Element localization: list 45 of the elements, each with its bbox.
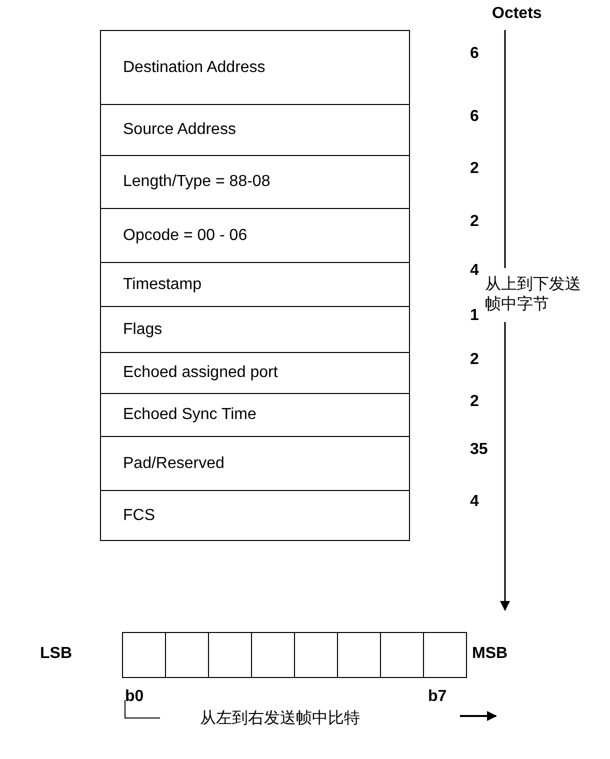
octet-count: 1 <box>470 307 479 325</box>
field-box <box>100 30 410 105</box>
field-box <box>100 104 410 156</box>
field-box <box>100 155 410 209</box>
field-box <box>100 208 410 263</box>
column-heading: Octets <box>492 5 542 23</box>
octet-count: 2 <box>470 213 479 231</box>
field-name: Timestamp <box>123 276 202 294</box>
field-name: Echoed assigned port <box>123 364 278 382</box>
bit-cell <box>337 632 381 678</box>
direction-note: 从左到右发送帧中比特 <box>200 708 360 729</box>
bit-cell <box>208 632 252 678</box>
field-box <box>100 436 410 491</box>
bit-cell <box>380 632 424 678</box>
bit-index: b7 <box>428 688 447 706</box>
bit-cell <box>294 632 338 678</box>
bit-order-label: MSB <box>472 645 508 663</box>
field-name: Length/Type = 88-08 <box>123 173 270 191</box>
octet-count: 4 <box>470 262 479 280</box>
octet-count: 2 <box>470 160 479 178</box>
bit-cell <box>165 632 209 678</box>
field-box <box>100 306 410 353</box>
field-box <box>100 352 410 394</box>
field-box <box>100 393 410 437</box>
field-name: Flags <box>123 320 162 338</box>
bit-cell <box>251 632 295 678</box>
field-box <box>100 262 410 307</box>
field-name: Pad/Reserved <box>123 454 224 472</box>
octet-count: 35 <box>470 441 488 459</box>
bit-cell <box>122 632 166 678</box>
field-name: FCS <box>123 506 155 524</box>
octet-count: 2 <box>470 392 479 410</box>
bit-order-label: LSB <box>40 645 72 663</box>
field-name: Destination Address <box>123 58 266 76</box>
octet-count: 2 <box>470 350 479 368</box>
bit-cell <box>423 632 467 678</box>
field-name: Source Address <box>123 121 236 139</box>
octet-count: 4 <box>470 493 479 511</box>
octet-count: 6 <box>470 108 479 126</box>
octet-count: 6 <box>470 45 479 63</box>
bit-index: b0 <box>125 688 144 706</box>
field-name: Opcode = 00 - 06 <box>123 226 248 244</box>
field-box <box>100 490 410 541</box>
direction-note: 从上到下发送帧中字节 <box>485 275 582 315</box>
field-name: Echoed Sync Time <box>123 406 256 424</box>
